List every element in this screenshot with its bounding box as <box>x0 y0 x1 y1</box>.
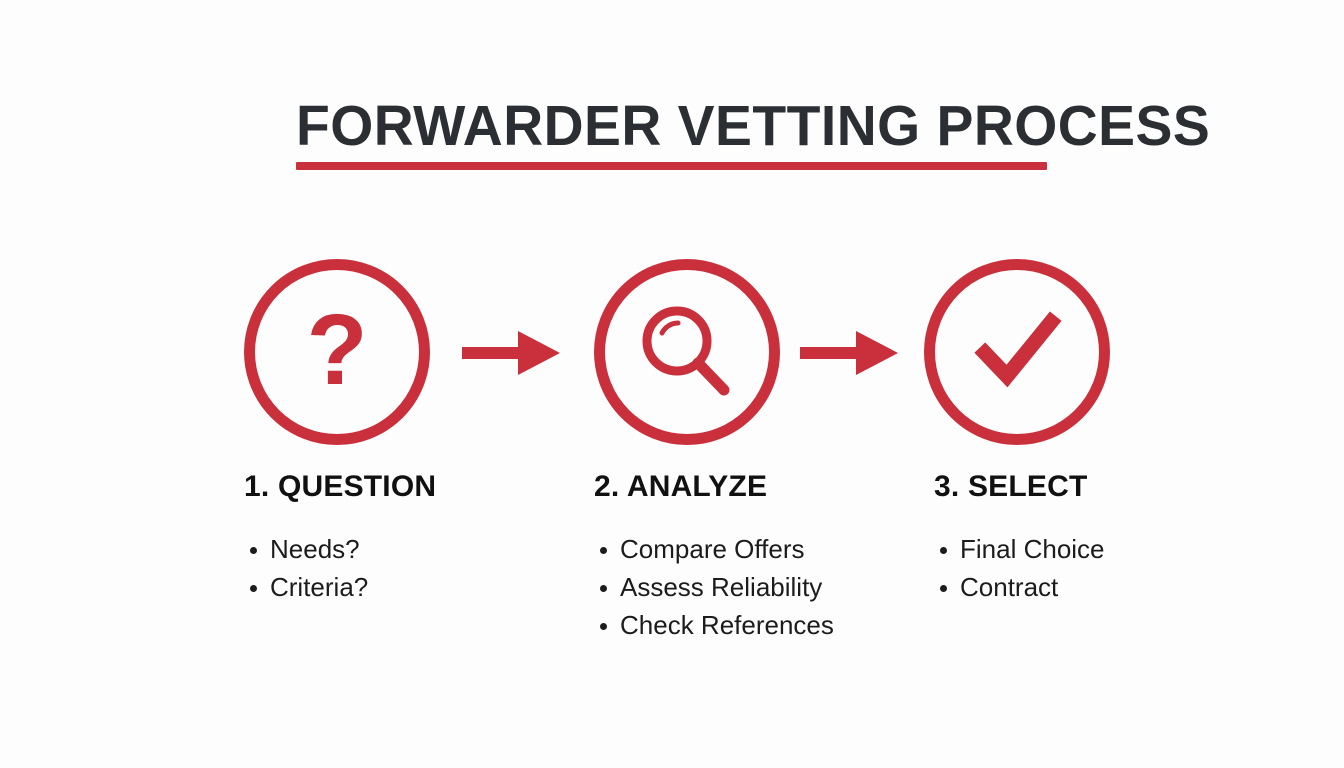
flow-node-analyze[interactable] <box>594 259 780 445</box>
list-item: Compare Offers <box>594 530 904 568</box>
arrow-right-icon-1 <box>462 327 562 379</box>
page-title: FORWARDER VETTING PROCESS <box>296 94 1211 158</box>
step-heading-2: 2. ANALYZE <box>594 470 768 503</box>
title-block: FORWARDER VETTING PROCESS <box>296 94 1211 170</box>
flow-node-question[interactable]: ? <box>244 259 430 445</box>
step-bullets-3: Final Choice Contract <box>934 530 1234 606</box>
step-column-select: 3. SELECT Final Choice Contract <box>934 470 1234 606</box>
magnifier-icon <box>642 306 730 396</box>
check-mark-icon <box>974 311 1062 388</box>
process-flow: ? <box>0 259 1344 447</box>
step-heading-1: 1. QUESTION <box>244 470 437 503</box>
step-bullets-1: Needs? Criteria? <box>244 530 544 606</box>
question-mark-icon: ? <box>306 294 368 406</box>
step-column-analyze: 2. ANALYZE Compare Offers Assess Reliabi… <box>594 470 904 644</box>
step-bullets-2: Compare Offers Assess Reliability Check … <box>594 530 904 644</box>
flow-node-select[interactable] <box>924 259 1110 445</box>
arrow-right-icon-2 <box>800 327 900 379</box>
list-item: Assess Reliability <box>594 568 904 606</box>
step-heading-3: 3. SELECT <box>934 470 1088 503</box>
list-item: Criteria? <box>244 568 544 606</box>
step-column-question: 1. QUESTION Needs? Criteria? <box>244 470 544 606</box>
title-underline-rule <box>296 162 1047 170</box>
list-item: Final Choice <box>934 530 1234 568</box>
list-item: Check References <box>594 606 904 644</box>
list-item: Needs? <box>244 530 544 568</box>
list-item: Contract <box>934 568 1234 606</box>
